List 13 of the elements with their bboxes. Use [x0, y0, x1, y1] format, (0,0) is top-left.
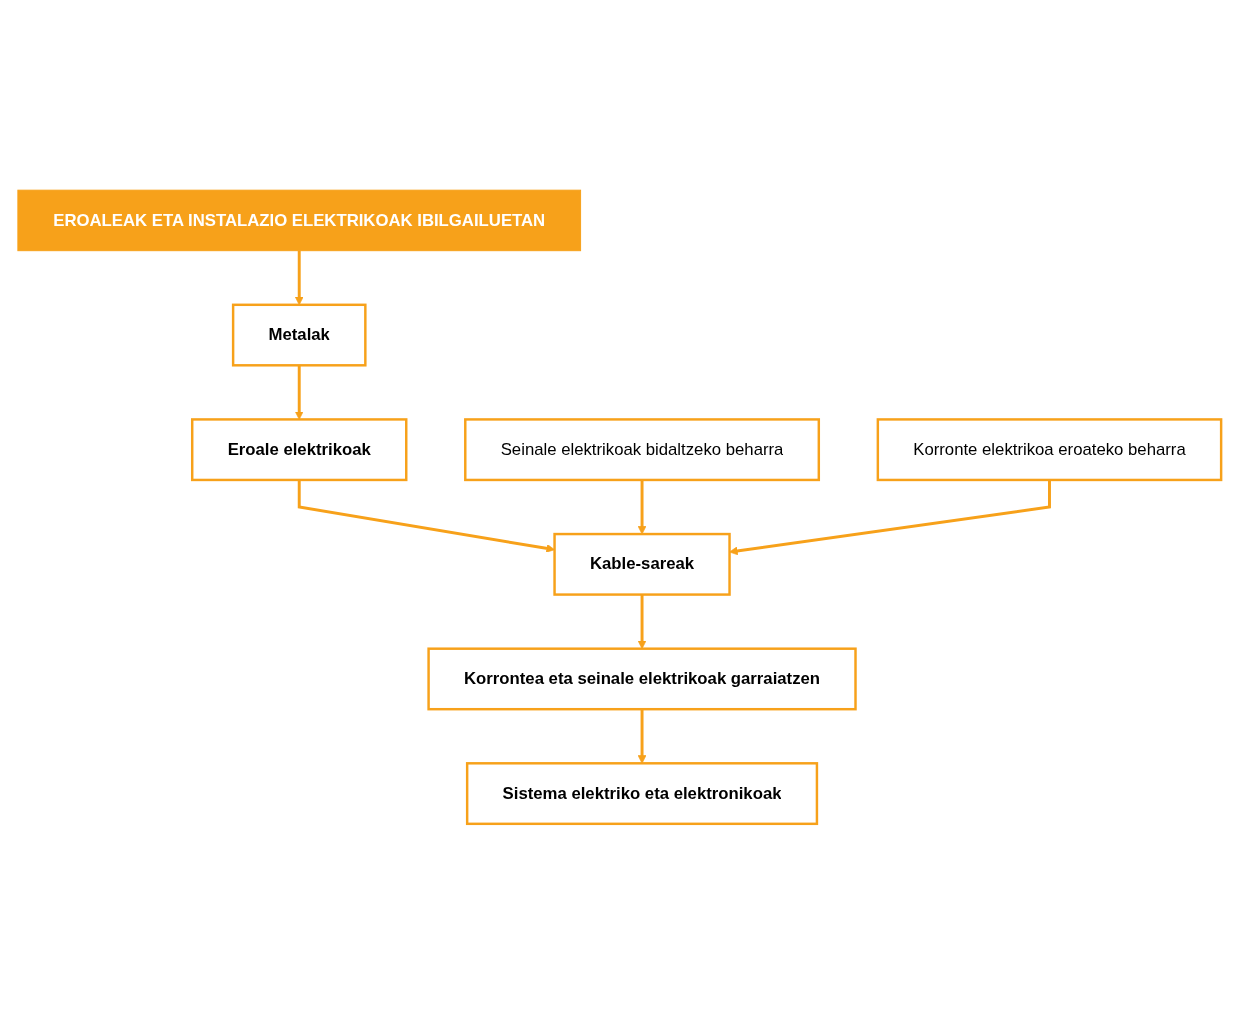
arrow — [729, 479, 1051, 556]
node-box: Metalak — [231, 303, 367, 367]
arrow — [297, 479, 555, 553]
node-box: Eroale elektrikoak — [191, 418, 408, 482]
node-box: Seinale elektrikoak bidaltzeko beharra — [464, 418, 821, 482]
arrow — [294, 365, 304, 420]
node-box: Korronte elektrikoa eroateko beharra — [876, 418, 1223, 482]
node-box: Kable-sareak — [553, 532, 731, 596]
arrow — [637, 479, 647, 535]
arrow — [637, 709, 647, 764]
node-box: EROALEAK ETA INSTALAZIO ELEKTRIKOAK IBILGAILUETAN — [17, 189, 582, 252]
node-box: Sistema elektriko eta elektronikoak — [465, 762, 819, 826]
node-box: Korrontea eta seinale elektrikoak garraiatzen — [427, 647, 857, 711]
